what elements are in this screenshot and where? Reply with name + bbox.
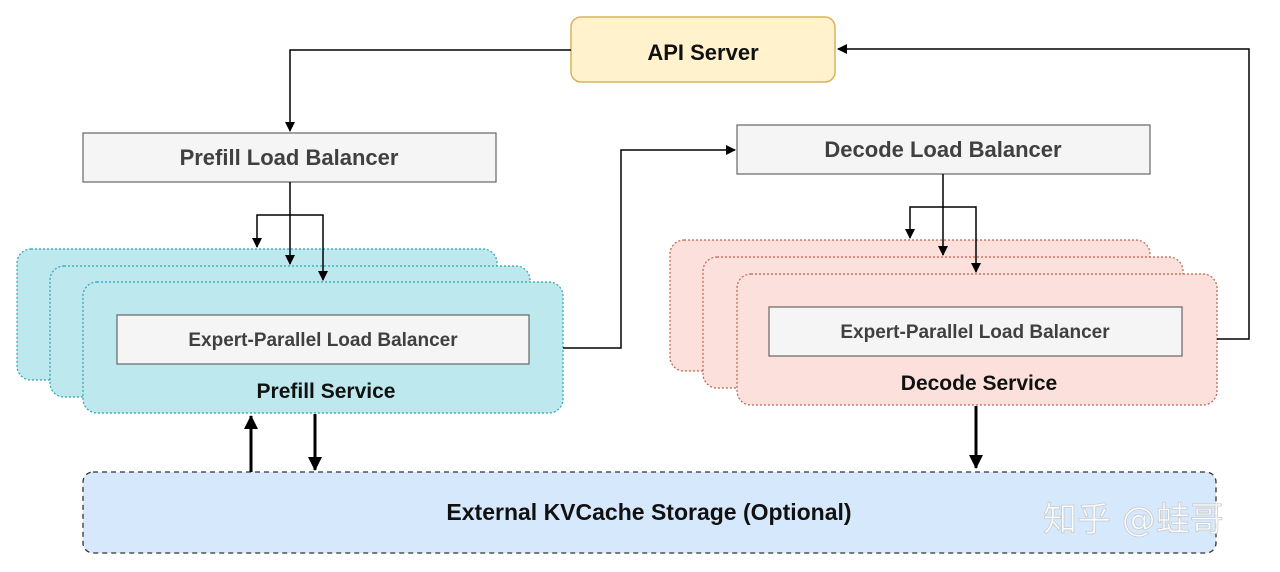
arrow-decode-lb-right	[943, 206, 981, 273]
kvcache-storage-label: External KVCache Storage (Optional)	[446, 499, 851, 525]
connectors	[252, 44, 1250, 349]
decode-service-label: Decode Service	[901, 372, 1057, 395]
arrow-prefill-lb-right	[290, 214, 328, 281]
kvcache-storage-node: External KVCache Storage (Optional)	[82, 471, 1217, 554]
api-server-node: API Server	[570, 16, 836, 83]
kvcache-connectors	[244, 406, 983, 472]
arrow-prefill-to-decode-lb	[563, 145, 736, 349]
prefill-service-label: Prefill Service	[257, 380, 396, 403]
decode-load-balancer-label: Decode Load Balancer	[824, 137, 1062, 162]
api-server-label: API Server	[647, 40, 759, 65]
decode-service-stack: Expert-Parallel Load Balancer Decode Ser…	[669, 239, 1218, 406]
prefill-service-stack: Expert-Parallel Load Balancer Prefill Se…	[16, 248, 564, 414]
prefill-load-balancer-label: Prefill Load Balancer	[180, 145, 399, 170]
decode-ep-load-balancer	[768, 306, 1183, 357]
prefill-ep-load-balancer-label: Expert-Parallel Load Balancer	[188, 330, 458, 351]
prefill-load-balancer-node: Prefill Load Balancer	[82, 132, 497, 183]
arrow-decode-lb-left	[905, 206, 943, 239]
watermark-text: 知乎 @蛙哥	[1043, 500, 1224, 540]
arrow-api-to-prefill-lb	[285, 49, 571, 132]
arrow-decode-to-api	[837, 44, 1250, 340]
prefill-ep-load-balancer	[116, 314, 530, 365]
decode-load-balancer-node: Decode Load Balancer	[736, 124, 1151, 175]
arrow-prefill-lb-left	[252, 214, 290, 248]
decode-ep-load-balancer-label: Expert-Parallel Load Balancer	[840, 322, 1110, 343]
